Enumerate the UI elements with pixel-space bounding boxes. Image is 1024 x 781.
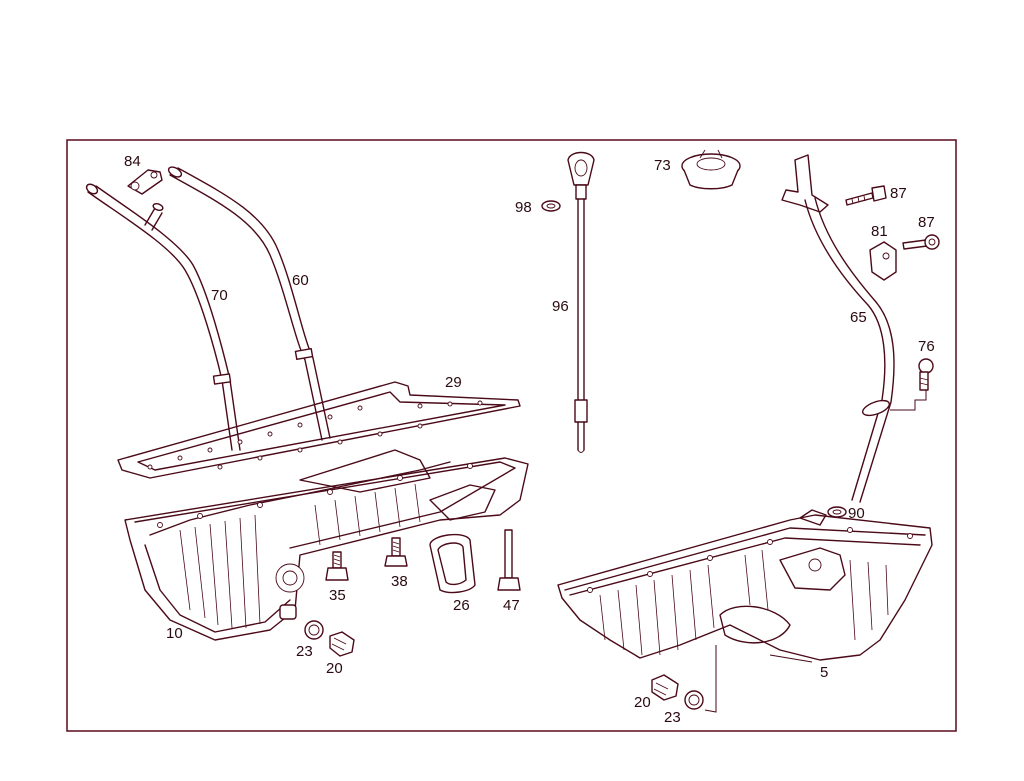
label-23-left: 23 <box>296 643 313 660</box>
part-87-bolt-top[interactable] <box>845 185 887 206</box>
label-73: 73 <box>654 157 671 174</box>
label-84: 84 <box>124 153 141 170</box>
part-84-clip[interactable] <box>127 169 163 195</box>
part-47-stud-bolt[interactable] <box>497 529 521 591</box>
part-23-seal-ring-right[interactable] <box>684 690 704 710</box>
label-76: 76 <box>918 338 935 355</box>
part-10-drain-boss <box>279 604 297 620</box>
part-20-drain-plug-right[interactable] <box>651 674 679 701</box>
label-90: 90 <box>848 505 865 522</box>
label-96: 96 <box>552 298 569 315</box>
label-20-right: 20 <box>634 694 651 711</box>
part-20-drain-plug-left[interactable] <box>329 631 355 657</box>
label-38: 38 <box>391 573 408 590</box>
leader-5 <box>769 654 813 663</box>
label-5: 5 <box>820 664 828 681</box>
part-70-dipstick-tube[interactable] <box>85 182 241 451</box>
part-10-oil-pan-upper[interactable] <box>124 449 529 641</box>
label-10: 10 <box>166 625 183 642</box>
label-87-top: 87 <box>890 185 907 202</box>
part-38-bolt[interactable] <box>384 537 408 567</box>
part-35-bolt[interactable] <box>325 551 349 581</box>
label-81: 81 <box>871 223 888 240</box>
part-5-oil-pan-lower[interactable] <box>557 509 933 661</box>
part-60-guide-tube[interactable] <box>167 165 331 441</box>
label-60: 60 <box>292 272 309 289</box>
part-73-oil-filler-cap[interactable] <box>681 149 741 190</box>
part-29-gasket[interactable] <box>117 381 521 479</box>
part-23-seal-ring-left[interactable] <box>304 620 324 640</box>
part-90-seal-ring[interactable] <box>827 506 847 518</box>
label-98: 98 <box>515 199 532 216</box>
label-29: 29 <box>445 374 462 391</box>
label-65: 65 <box>850 309 867 326</box>
label-70: 70 <box>211 287 228 304</box>
label-20-left: 20 <box>326 660 343 677</box>
label-23-right: 23 <box>664 709 681 726</box>
label-35: 35 <box>329 587 346 604</box>
part-76-bolt[interactable] <box>918 358 934 391</box>
part-65-guide-tube[interactable] <box>781 154 895 503</box>
label-47: 47 <box>503 597 520 614</box>
leader-76 <box>890 390 927 411</box>
label-26: 26 <box>453 597 470 614</box>
part-98-o-ring[interactable] <box>541 200 561 212</box>
part-26-seal[interactable] <box>429 533 476 594</box>
diagram-frame <box>66 139 957 732</box>
label-87-mid: 87 <box>918 214 935 231</box>
leader-23-20-right <box>704 645 717 713</box>
part-81-bracket[interactable] <box>869 241 897 281</box>
part-87-bolt-mid[interactable] <box>902 234 940 250</box>
part-96-dipstick[interactable] <box>567 151 595 453</box>
